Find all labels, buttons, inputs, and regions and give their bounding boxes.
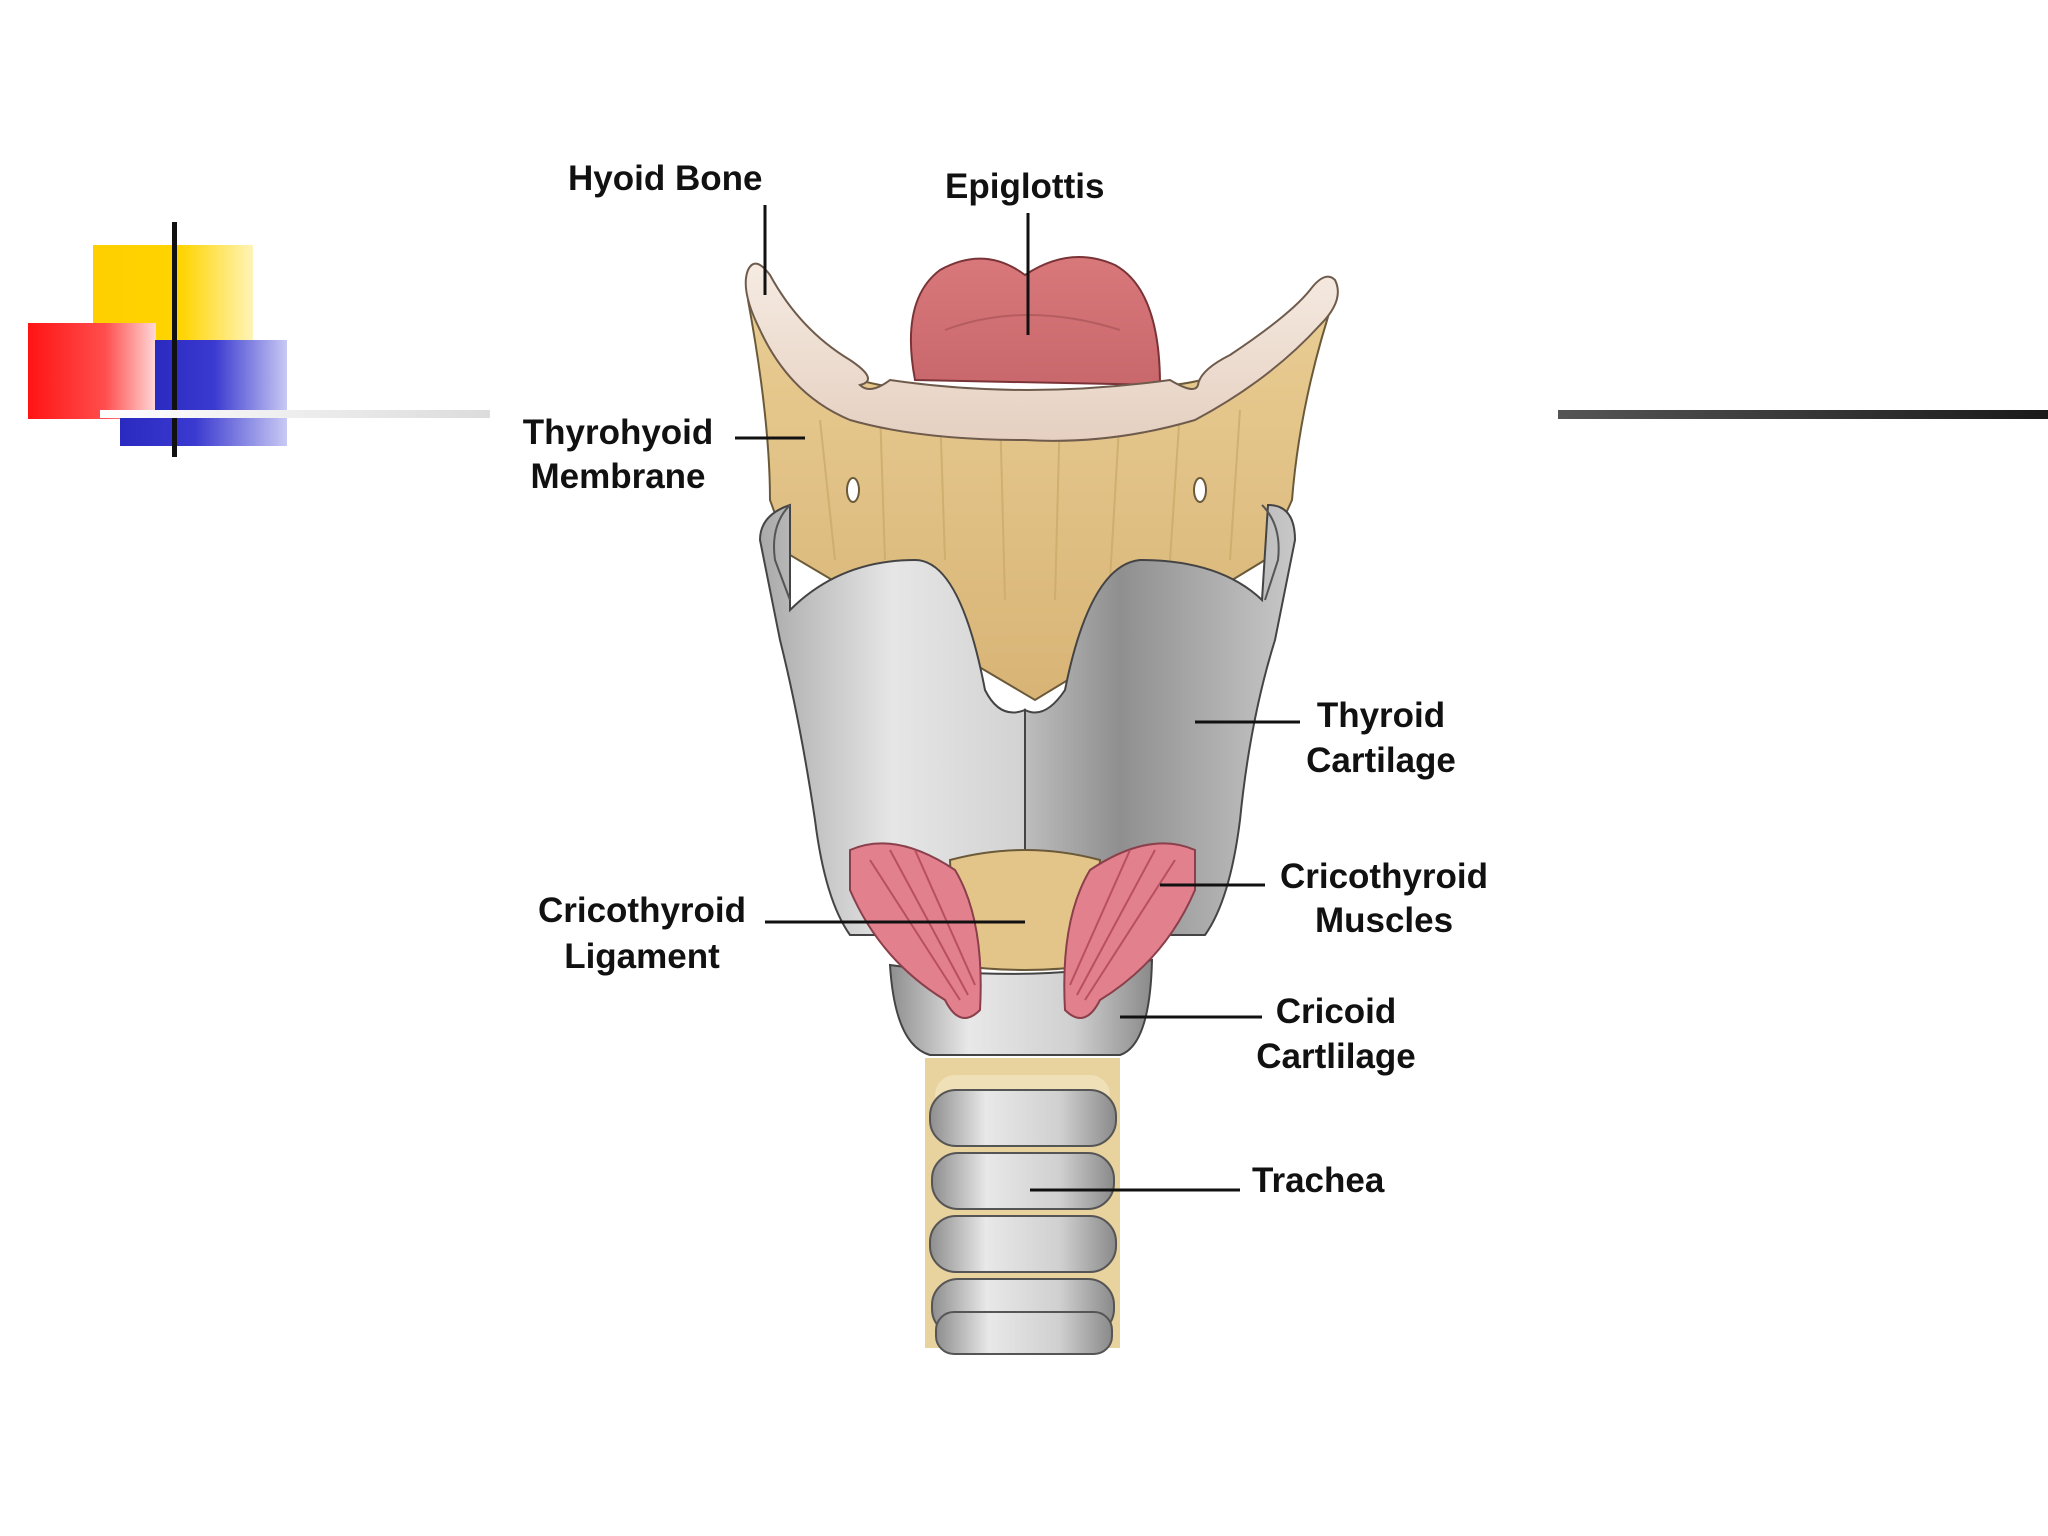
label-cricothyroid-muscles-line1: Cricothyroid [1280, 857, 1488, 896]
epiglottis-illustration [909, 256, 1162, 387]
header-rule-left [100, 410, 490, 418]
leader-lines [735, 205, 1300, 1192]
thyroid-cartilage-illustration [758, 503, 1297, 936]
label-cricothyroid-ligament-line2: Ligament [564, 937, 720, 976]
cricothyroid-muscles-illustration [849, 842, 1196, 1019]
label-cricoid-cartilage-line1: Cricoid [1276, 992, 1397, 1031]
label-thyroid-cartilage-line2: Cartilage [1306, 741, 1456, 780]
hyoid-bone-illustration [744, 262, 1339, 442]
trachea-illustration [925, 1058, 1120, 1355]
label-epiglottis: Epiglottis [945, 167, 1104, 206]
label-cricothyroid-muscles-line2: Muscles [1315, 901, 1453, 940]
label-cricoid-cartilage-line2: Cartlilage [1256, 1037, 1416, 1076]
label-thyroid-cartilage-line1: Thyroid [1317, 696, 1445, 735]
header-rule-right [1558, 410, 2048, 419]
label-hyoid-bone: Hyoid Bone [568, 159, 762, 198]
label-thyrohyoid-membrane-line2: Membrane [530, 457, 705, 496]
label-thyrohyoid-membrane-line1: Thyrohyoid [523, 413, 714, 452]
larynx-illustration [744, 256, 1339, 1355]
label-cricothyroid-ligament-line1: Cricothyroid [538, 891, 746, 930]
label-trachea: Trachea [1252, 1161, 1385, 1200]
color-blocks-logo-icon [28, 222, 287, 457]
